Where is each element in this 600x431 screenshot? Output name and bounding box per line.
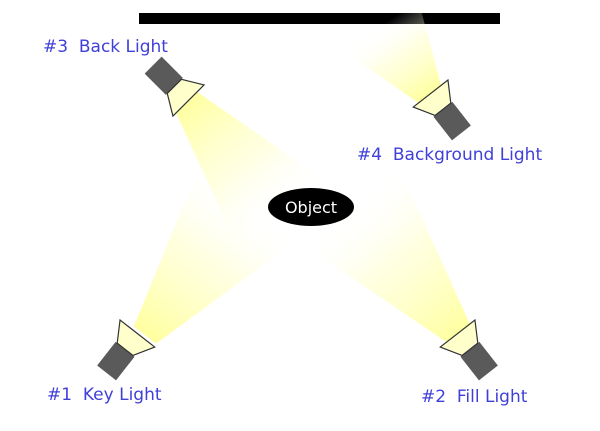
object-label: Object	[285, 198, 337, 217]
light-beams	[133, 0, 471, 344]
fill-light-label: #2 Fill Light	[421, 387, 528, 407]
back-light-label: #3 Back Light	[43, 37, 168, 57]
back-light-lamp	[144, 56, 206, 118]
fill-light-lamp	[439, 318, 498, 381]
key-light-label: #1 Key Light	[47, 385, 162, 405]
background-light-beam	[344, 0, 442, 104]
background-light-lamp	[412, 78, 471, 141]
key-light-lamp	[97, 318, 156, 381]
object-ellipse	[268, 188, 354, 226]
backdrop	[139, 13, 500, 24]
background-light-label: #4 Background Light	[357, 145, 542, 165]
